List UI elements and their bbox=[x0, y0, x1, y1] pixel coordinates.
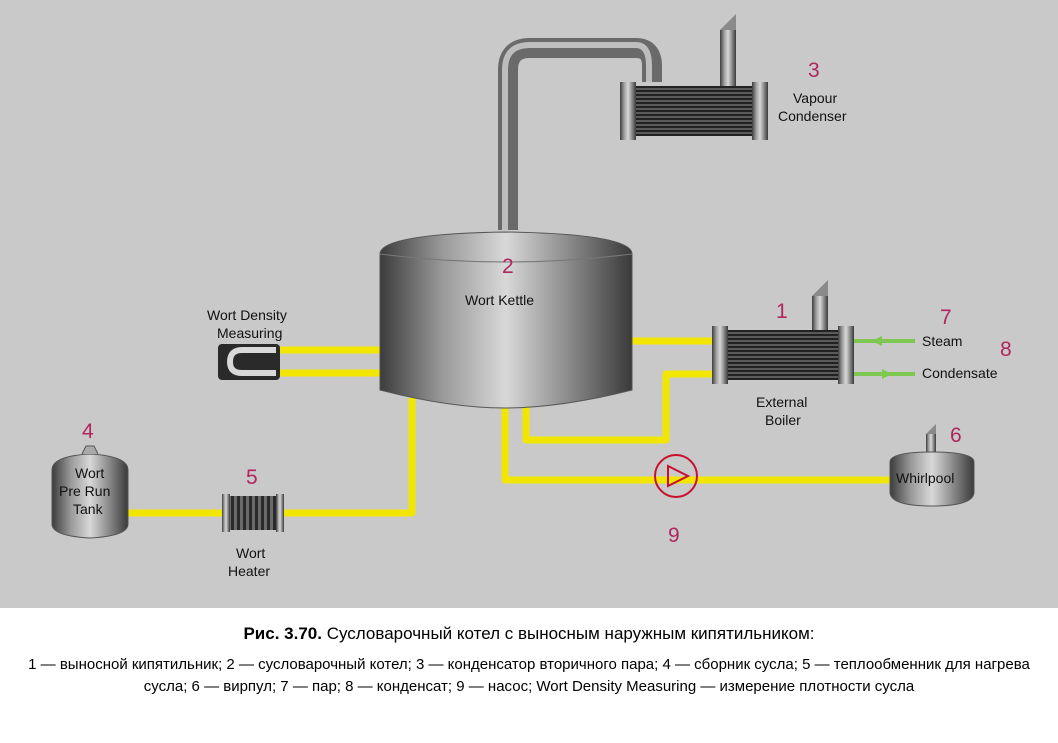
figure-legend: 1 — выносной кипятильник; 2 — сусловароч… bbox=[28, 656, 1030, 695]
pump bbox=[654, 454, 698, 498]
steam-label: Steam bbox=[922, 333, 962, 349]
pre-run-tank-number: 4 bbox=[82, 420, 94, 443]
whirlpool-number: 6 bbox=[950, 424, 962, 447]
pipe-kettle-to-whirlpool bbox=[501, 398, 890, 484]
vapour-condenser-label-line1: Vapour bbox=[793, 90, 837, 106]
pipe-heater-to-kettle bbox=[282, 398, 416, 517]
wort-density-meter bbox=[218, 344, 280, 380]
external-boiler bbox=[712, 280, 854, 384]
wort-kettle-number: 2 bbox=[502, 255, 514, 278]
caption-title-line: Рис. 3.70. Сусловарочный котел с выносны… bbox=[0, 622, 1058, 646]
external-boiler-number: 1 bbox=[776, 300, 788, 323]
vapour-condenser-number: 3 bbox=[808, 59, 820, 82]
wort-pipes bbox=[128, 337, 890, 517]
vapour-condenser bbox=[620, 14, 768, 140]
whirlpool bbox=[889, 424, 975, 507]
wort-heater-number: 5 bbox=[246, 466, 258, 489]
pipe-boiler-return bbox=[522, 370, 712, 444]
steam-arrow-icon bbox=[872, 336, 882, 346]
pre-run-tank-label-line2: Pre Run bbox=[59, 483, 110, 499]
condensate-arrow-icon bbox=[882, 369, 892, 379]
pump-number: 9 bbox=[668, 524, 680, 547]
tank-vent-icon bbox=[81, 445, 99, 455]
condensate-number: 8 bbox=[1000, 338, 1012, 361]
figure-title: Сусловарочный котел с выносным наружным … bbox=[326, 624, 815, 643]
wort-heater bbox=[222, 494, 284, 532]
condensate-label: Condensate bbox=[922, 365, 998, 381]
figure-caption: Рис. 3.70. Сусловарочный котел с выносны… bbox=[0, 622, 1058, 698]
wort-kettle-label: Wort Kettle bbox=[465, 292, 534, 308]
pre-run-tank-label-line3: Tank bbox=[73, 501, 104, 517]
pump-arrow-icon bbox=[667, 464, 691, 488]
pre-run-tank bbox=[51, 445, 129, 539]
vapour-pipe-highlight bbox=[502, 42, 652, 230]
flow-arrows bbox=[872, 336, 892, 379]
steam-number: 7 bbox=[940, 306, 952, 329]
vapour-condenser-label-line2: Condenser bbox=[778, 108, 847, 124]
wort-heater-label-line1: Wort bbox=[236, 545, 265, 561]
wort-density-label-line2: Measuring bbox=[217, 325, 282, 341]
figure-number: Рис. 3.70. bbox=[243, 624, 322, 643]
external-boiler-label-line1: External bbox=[756, 394, 807, 410]
external-boiler-label-line2: Boiler bbox=[765, 412, 801, 428]
wort-heater-label-line2: Heater bbox=[228, 563, 270, 579]
kettle-diagram: 3 Vapour Condenser 2 Wort Kettle Wort D bbox=[0, 0, 1058, 608]
pre-run-tank-label-line1: Wort bbox=[75, 465, 104, 481]
whirlpool-label: Whirlpool bbox=[896, 470, 954, 486]
wort-kettle bbox=[379, 231, 633, 409]
wort-density-label-line1: Wort Density bbox=[207, 307, 287, 323]
